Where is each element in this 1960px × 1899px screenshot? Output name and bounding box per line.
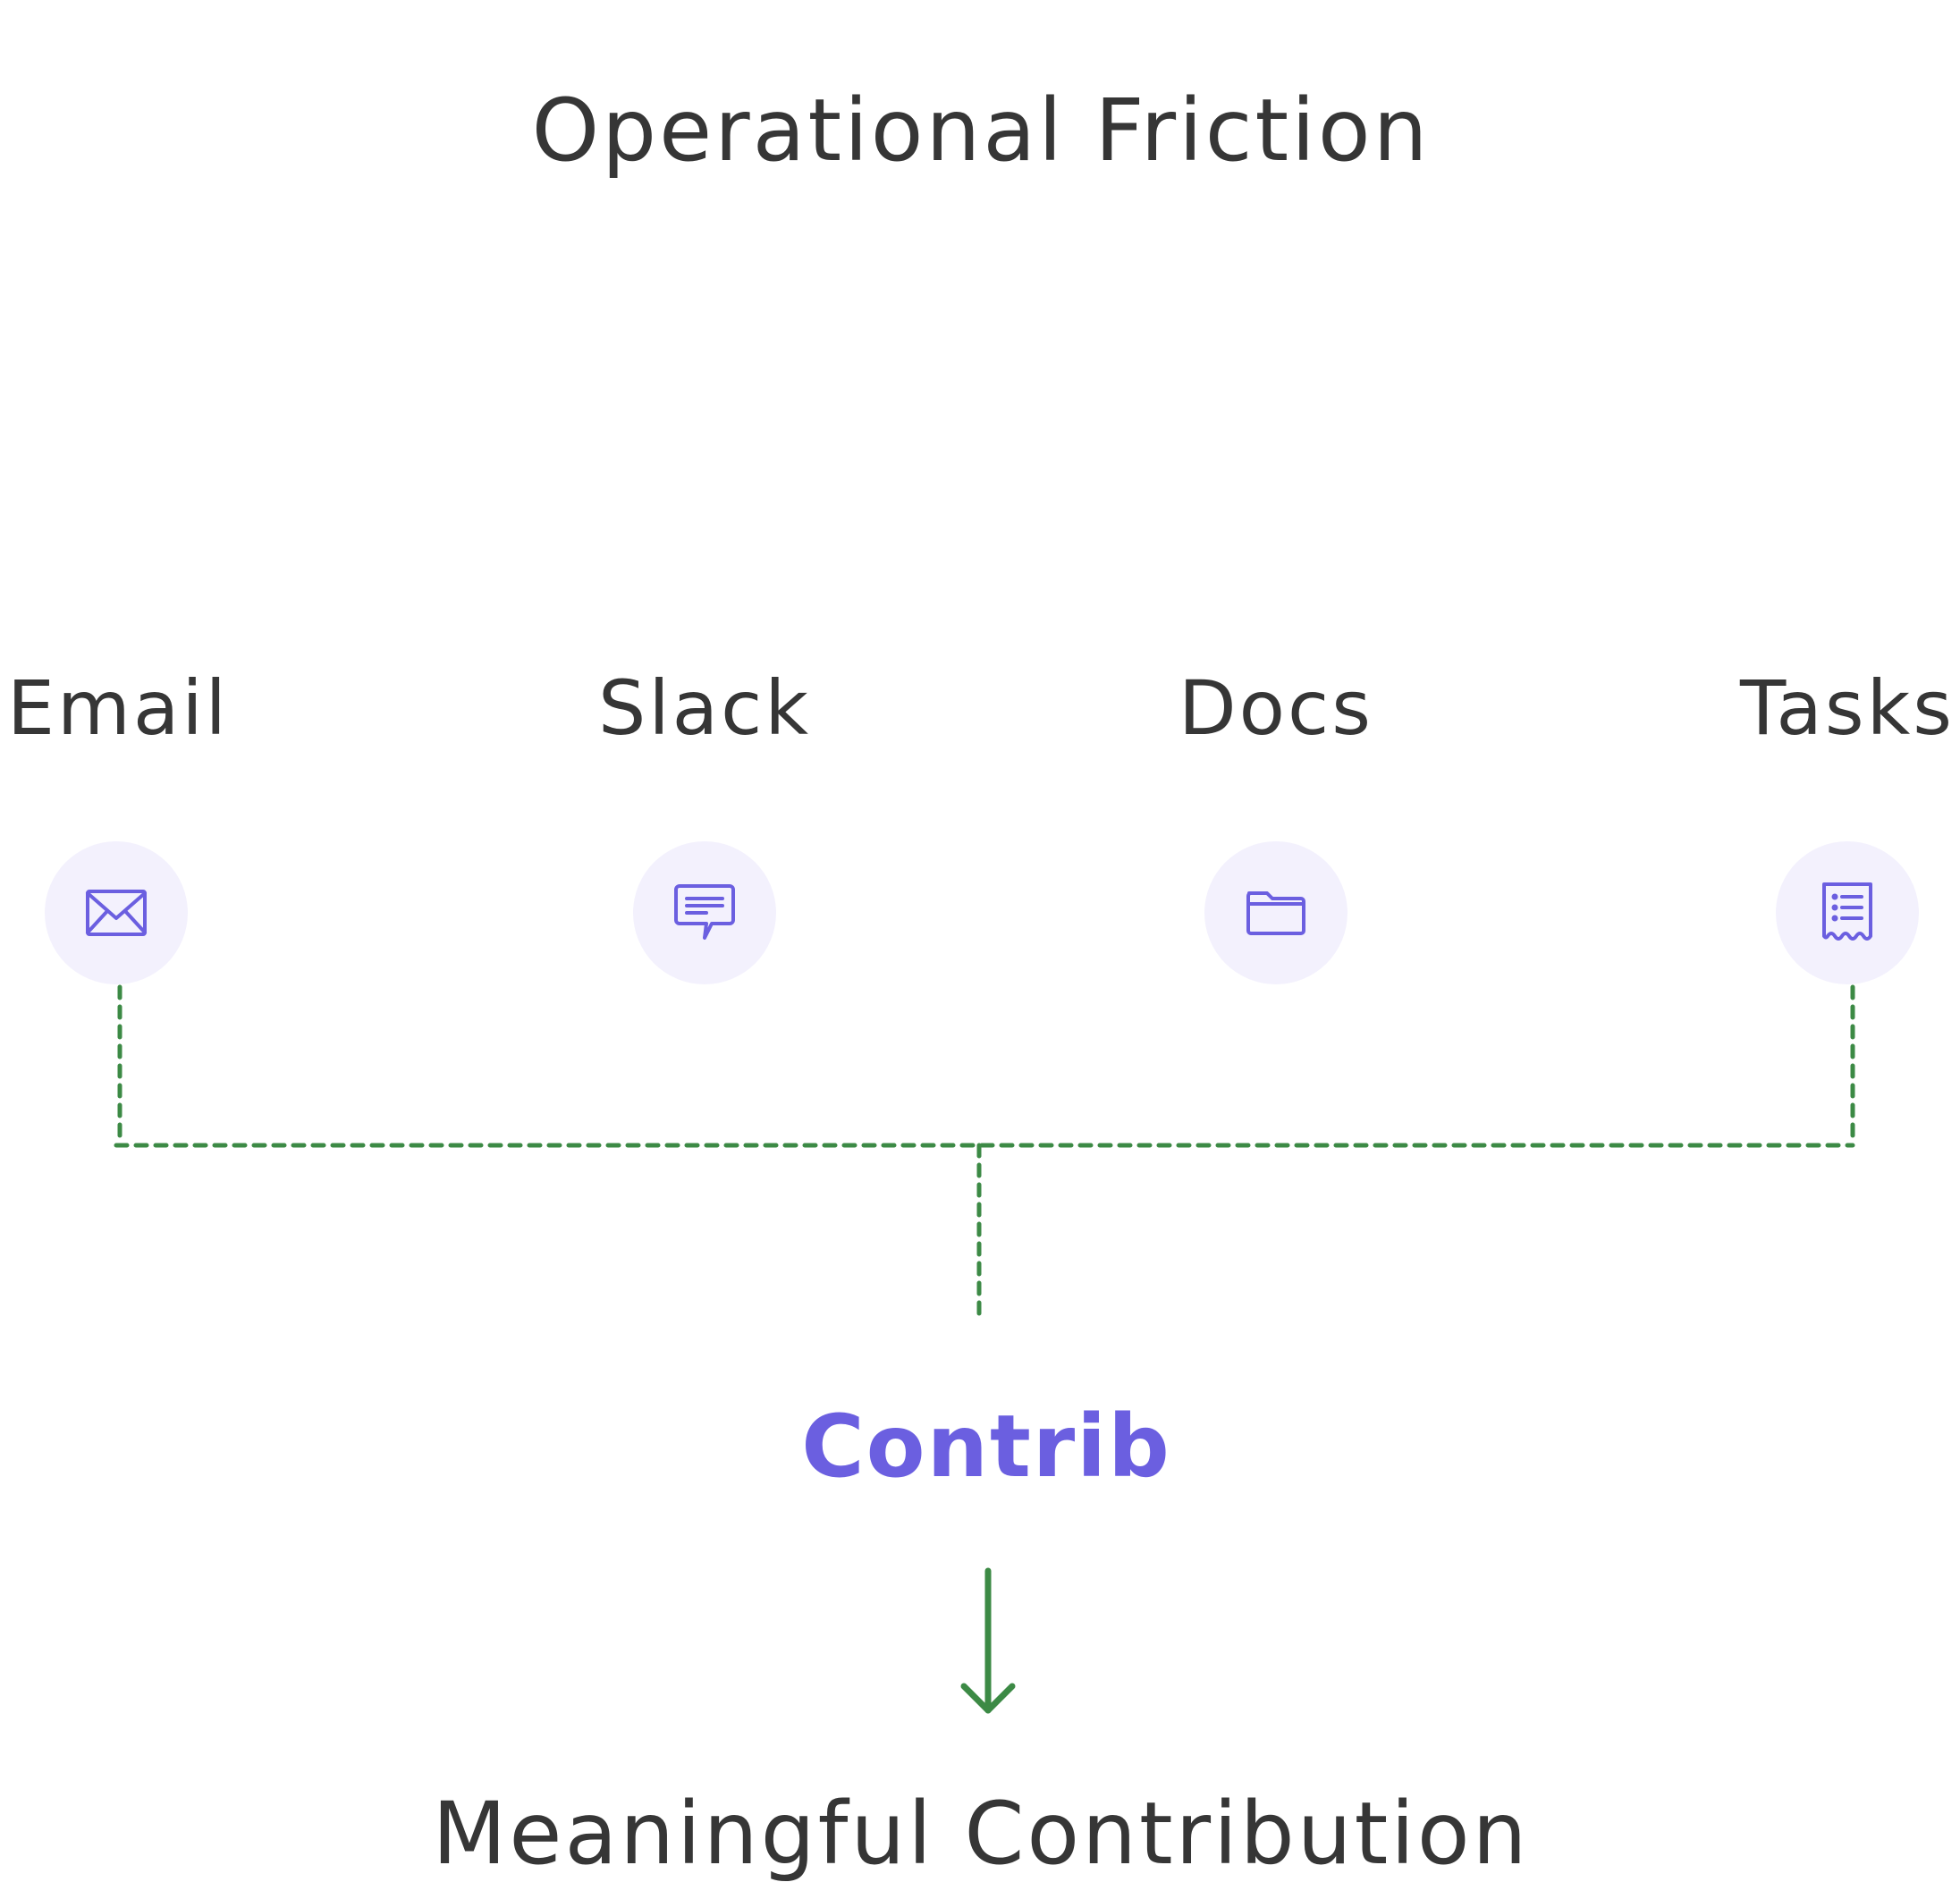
envelope-icon <box>86 890 147 936</box>
source-label-email: Email <box>6 664 230 752</box>
docs-icon-badge <box>1204 841 1348 984</box>
friction-branch-lines <box>114 263 1854 614</box>
down-arrow-icon <box>960 1567 1016 1714</box>
source-label-tasks: Tasks <box>1739 664 1956 752</box>
folder-icon <box>1246 891 1305 935</box>
diagram-title: Operational Friction <box>531 80 1431 181</box>
receipt-list-icon <box>1822 882 1872 941</box>
source-label-docs: Docs <box>1178 664 1374 752</box>
slack-icon-badge <box>633 841 776 984</box>
tasks-icon-badge <box>1776 841 1919 984</box>
hub-label: Contrib <box>801 1397 1171 1497</box>
outcome-label: Meaningful Contribution <box>432 1784 1530 1884</box>
flow-lines <box>114 984 1855 1323</box>
source-label-slack: Slack <box>598 664 811 752</box>
email-icon-badge <box>45 841 188 984</box>
chat-bubble-icon <box>674 884 735 940</box>
